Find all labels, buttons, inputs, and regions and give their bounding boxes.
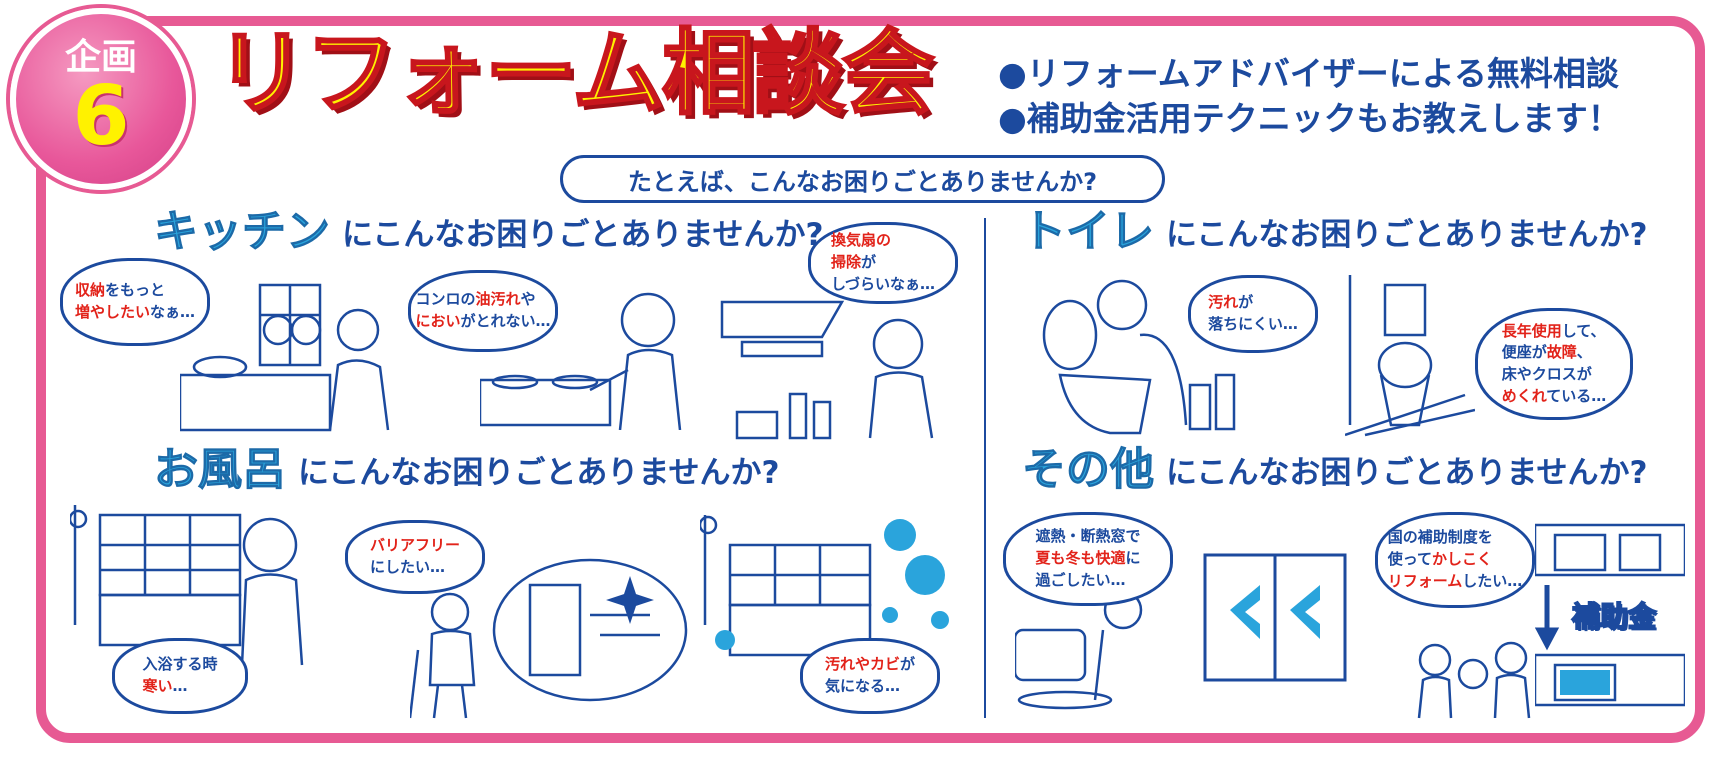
- feature-bullets: ●リフォームアドバイザーによる無料相談 ●補助金活用テクニックもお教えします！: [998, 52, 1621, 141]
- bubble-text: にしたい…: [369, 558, 445, 576]
- bubble-text: 増やしたい: [74, 303, 150, 321]
- section-other-label: その他: [1018, 447, 1158, 498]
- bubble-text: しづらいなぁ…: [830, 274, 936, 293]
- bubble-text: なぁ…: [150, 303, 196, 321]
- bubble-text: 寒い: [142, 677, 173, 695]
- range-hood-illustration: [720, 300, 934, 440]
- stove-cleaning-illustration: [480, 292, 682, 430]
- bubble-text: 気になる…: [824, 677, 900, 695]
- bubble-text: 汚れやカビ: [824, 655, 900, 674]
- prompt-text: たとえば、こんなお困りごとありませんか?: [627, 167, 1098, 196]
- bubble-text: 入浴する時: [142, 655, 218, 674]
- kitchen-storage-illustration: [180, 283, 390, 432]
- section-toilet-question: にこんなお困りごとありませんか?: [1166, 216, 1648, 253]
- bullet-free-consult: ●リフォームアドバイザーによる無料相談: [998, 54, 1619, 93]
- subsidy-label: 補助金: [1571, 599, 1657, 634]
- bubble-text: 床やクロスが: [1501, 365, 1592, 383]
- bubble-text: かしこく: [1431, 550, 1492, 569]
- bubble-text: 収納: [74, 281, 105, 300]
- bubble-text: 油汚れ: [475, 290, 521, 309]
- insulated-window-illustration: [1203, 553, 1347, 682]
- bubble-text: 使って: [1387, 550, 1432, 569]
- bubble-text: 、: [1576, 343, 1592, 362]
- bubble-text: …: [172, 677, 188, 695]
- section-kitchen-label: キッチン: [150, 209, 334, 260]
- bubble-barrier-free: バリアフリー にしたい…: [345, 520, 485, 594]
- elderly-man-illustration: [410, 592, 476, 719]
- bubble-text: 過ごしたい…: [1035, 570, 1126, 589]
- bubble-insulated-window: 遮熱・断熱窓で 夏も冬も快適に 過ごしたい…: [1003, 512, 1173, 606]
- bubble-old-toilet: 長年使用して、 便座が故障、 床やクロスが めくれている…: [1475, 308, 1633, 420]
- bubble-subsidy: 国の補助制度を 使ってかしこく リフォームしたい…: [1375, 512, 1535, 608]
- section-kitchen-heading: キッチン にこんなお困りごとありませんか?: [150, 209, 824, 260]
- section-toilet-heading: トイレ にこんなお困りごとありませんか?: [1018, 209, 1648, 260]
- section-kitchen-question: にこんなお困りごとありませんか?: [342, 216, 824, 253]
- bubble-text: ている…: [1546, 386, 1607, 405]
- center-divider: [984, 218, 986, 718]
- plan-badge: 企画 6: [10, 8, 192, 190]
- house-illustration: [1535, 523, 1685, 707]
- bubble-text: して、: [1561, 321, 1606, 340]
- cold-bath-illustration: [70, 505, 304, 666]
- section-other-question: にこんなお困りごとありませんか?: [1166, 454, 1648, 491]
- page-title: リフォーム相談会: [213, 20, 935, 127]
- section-bath-label: お風呂: [150, 447, 290, 498]
- bubble-text: 遮熱・断熱窓で: [1035, 527, 1141, 546]
- bubble-text: が: [1238, 293, 1254, 312]
- bubble-text: めくれ: [1501, 386, 1547, 405]
- bubble-text: 便座が: [1501, 343, 1547, 362]
- bubble-text: や: [520, 290, 536, 309]
- badge-label: 企画: [64, 37, 137, 78]
- bubble-text: に: [1125, 549, 1141, 568]
- bubble-text: が: [900, 655, 916, 674]
- bubble-text: が: [860, 253, 876, 272]
- bubble-stove-grease: コンロの油汚れや においがとれない…: [408, 270, 558, 352]
- badge-number: 6: [72, 69, 130, 164]
- bubble-text: 夏も冬も快適: [1035, 549, 1126, 568]
- bubble-toilet-stain: 汚れが 落ちにくい…: [1188, 275, 1318, 353]
- bubble-text: したい…: [1462, 571, 1523, 590]
- bubble-text: 国の補助制度を: [1387, 528, 1493, 547]
- section-other-heading: その他 にこんなお困りごとありませんか?: [1018, 447, 1648, 498]
- bubble-text: がとれない…: [460, 312, 551, 330]
- section-bath-question: にこんなお困りごとありませんか?: [298, 454, 780, 491]
- barrier-free-bathroom-illustration: [492, 558, 688, 702]
- bubble-text: リフォーム: [1387, 571, 1463, 590]
- bubble-text: 故障: [1546, 343, 1577, 362]
- bubble-text: におい: [415, 312, 461, 330]
- section-toilet-label: トイレ: [1018, 209, 1158, 260]
- bubble-text: 換気扇の: [830, 231, 891, 250]
- bubble-text: 掃除: [830, 253, 861, 272]
- bubble-text: 長年使用: [1501, 321, 1562, 340]
- bubble-text: コンロの: [415, 290, 476, 309]
- bubble-text: バリアフリー: [369, 536, 460, 555]
- family-illustration: [1417, 641, 1531, 719]
- old-toilet-illustration: [1345, 275, 1475, 437]
- bubble-text: 落ちにくい…: [1208, 315, 1298, 333]
- moldy-bath-illustration: [700, 515, 949, 657]
- section-bath-heading: お風呂 にこんなお困りごとありませんか?: [150, 447, 780, 498]
- prompt-pill: たとえば、こんなお困りごとありませんか?: [560, 155, 1165, 203]
- bubble-text: をもっと: [105, 281, 166, 300]
- bubble-range-hood: 換気扇の 掃除が しづらいなぁ…: [808, 222, 958, 304]
- bubble-kitchen-storage: 収納をもっと 増やしたいなぁ…: [60, 258, 210, 346]
- bubble-text: 汚れ: [1208, 293, 1239, 312]
- bubble-mold: 汚れやカビが 気になる…: [800, 638, 940, 714]
- toilet-stain-illustration: [1042, 279, 1236, 435]
- bullet-subsidy: ●補助金活用テクニックもお教えします！: [998, 98, 1621, 138]
- bubble-cold-bath: 入浴する時 寒い…: [112, 638, 248, 714]
